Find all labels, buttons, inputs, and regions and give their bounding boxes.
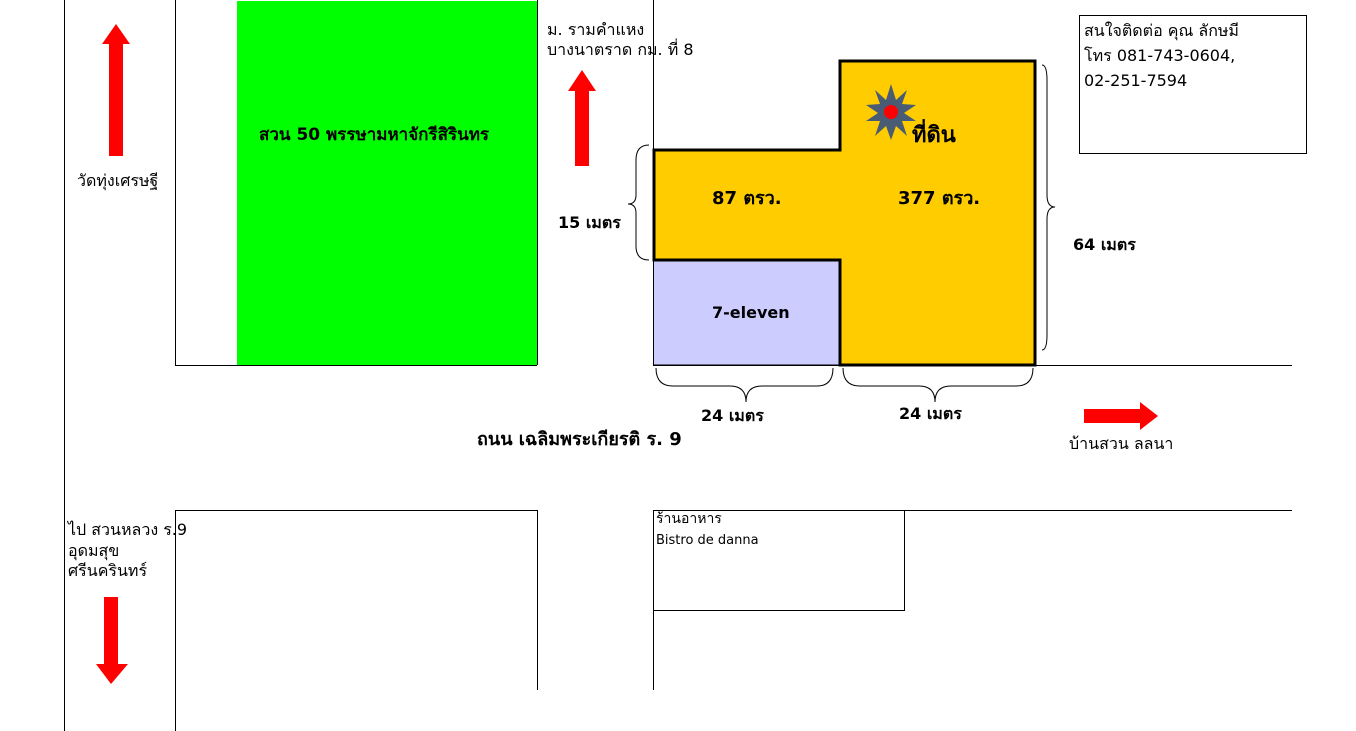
park-area bbox=[237, 1, 537, 365]
to-suan-luang-line2: อุดมสุข bbox=[68, 541, 120, 560]
brace-64m bbox=[1041, 64, 1056, 351]
contact-line-3: 02-251-7594 bbox=[1084, 71, 1188, 90]
dimension-24m-right-label: 24 เมตร bbox=[899, 404, 962, 423]
up-arrow-icon bbox=[568, 70, 596, 166]
park-label: สวน 50 พรรษามหาจักรีสิรินทร bbox=[259, 125, 490, 145]
dimension-braces bbox=[627, 64, 1056, 403]
restaurant-name-label: Bistro de danna bbox=[656, 533, 759, 548]
brace-15m bbox=[627, 144, 650, 261]
dimension-24m-left-label: 24 เมตร bbox=[701, 406, 764, 425]
contact-line-1: สนใจติดต่อ คุณ ลักษมี bbox=[1084, 21, 1239, 40]
to-suan-luang-line3: ศรีนครินทร์ bbox=[68, 561, 148, 580]
right-arrow-icon bbox=[1084, 402, 1158, 430]
contact-box: สนใจติดต่อ คุณ ลักษมี โทร 081-743-0604, … bbox=[1079, 15, 1307, 154]
dimension-15m-label: 15 เมตร bbox=[558, 213, 621, 232]
dimension-64m-label: 64 เมตร bbox=[1073, 235, 1136, 254]
ramkhamhaeng-label-line2: บางนาตราด กม. ที่ 8 bbox=[547, 40, 694, 59]
ramkhamhaeng-label-line1: ม. รามคำแหง bbox=[547, 20, 645, 39]
contact-line-2: โทร 081-743-0604, bbox=[1084, 46, 1236, 65]
road-name-label: ถนน เฉลิมพระเกียรติ ร. 9 bbox=[477, 429, 682, 450]
to-suan-luang-line1: ไป สวนหลวง ร.9 bbox=[68, 520, 188, 539]
star-marker-icon bbox=[866, 84, 916, 140]
wat-label: วัดทุ่งเศรษฐี bbox=[77, 171, 159, 190]
up-arrow-icon bbox=[102, 24, 130, 156]
restaurant-label: ร้านอาหาร bbox=[656, 511, 722, 527]
brace-24m-left bbox=[655, 367, 834, 403]
seven-eleven-label: 7-eleven bbox=[712, 303, 790, 322]
land-title-label: ที่ดิน bbox=[912, 123, 956, 148]
down-arrow-icon bbox=[96, 597, 128, 684]
area-large-label: 377 ตรว. bbox=[898, 188, 981, 209]
area-small-label: 87 ตรว. bbox=[712, 188, 782, 209]
baan-suan-label: บ้านสวน ลลนา bbox=[1069, 434, 1174, 453]
brace-24m-right bbox=[842, 367, 1034, 403]
land-parcel bbox=[652, 59, 1037, 367]
seven-eleven-lot bbox=[653, 259, 840, 366]
restaurant-lot bbox=[653, 510, 905, 611]
